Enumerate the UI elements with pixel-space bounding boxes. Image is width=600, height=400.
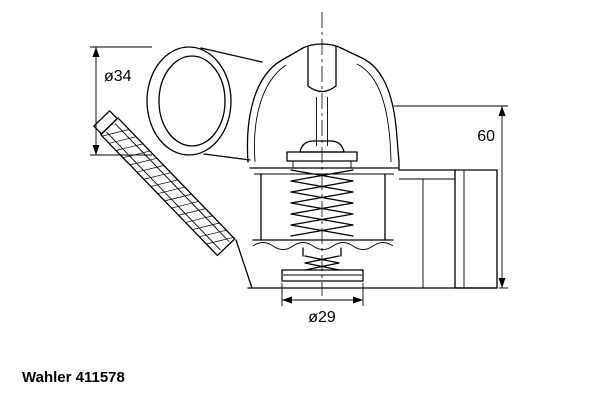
bypass-valve [281, 247, 364, 282]
main-spring [290, 169, 354, 237]
outlet-block [398, 169, 498, 289]
piston-assembly [286, 140, 358, 169]
dimension-height: 60 [394, 105, 508, 289]
dim-label-34: ø34 [104, 68, 132, 85]
dim-label-60: 60 [477, 128, 495, 145]
drain-pipe [93, 110, 236, 257]
arrow-up-icon [498, 106, 506, 116]
arrow-down-icon [498, 278, 506, 288]
arrow-right-icon [353, 296, 363, 304]
pipe-end-cap [93, 110, 118, 135]
dimension-valve-diameter: ø29 [281, 283, 364, 326]
top-bracket [307, 45, 337, 93]
housing-base [235, 179, 498, 289]
arrow-up-icon [92, 47, 100, 57]
dimension-inlet-diameter: ø34 [90, 46, 152, 156]
valve-plate [281, 269, 364, 282]
dim-label-29: ø29 [308, 309, 336, 326]
arrow-left-icon [282, 296, 292, 304]
drawing-caption: Wahler 411578 [22, 369, 125, 386]
arrow-down-icon [92, 145, 100, 155]
housing-dome [246, 43, 400, 175]
inlet-flange [146, 46, 263, 161]
hatch-lines [102, 129, 234, 245]
cage-frame [252, 173, 394, 250]
